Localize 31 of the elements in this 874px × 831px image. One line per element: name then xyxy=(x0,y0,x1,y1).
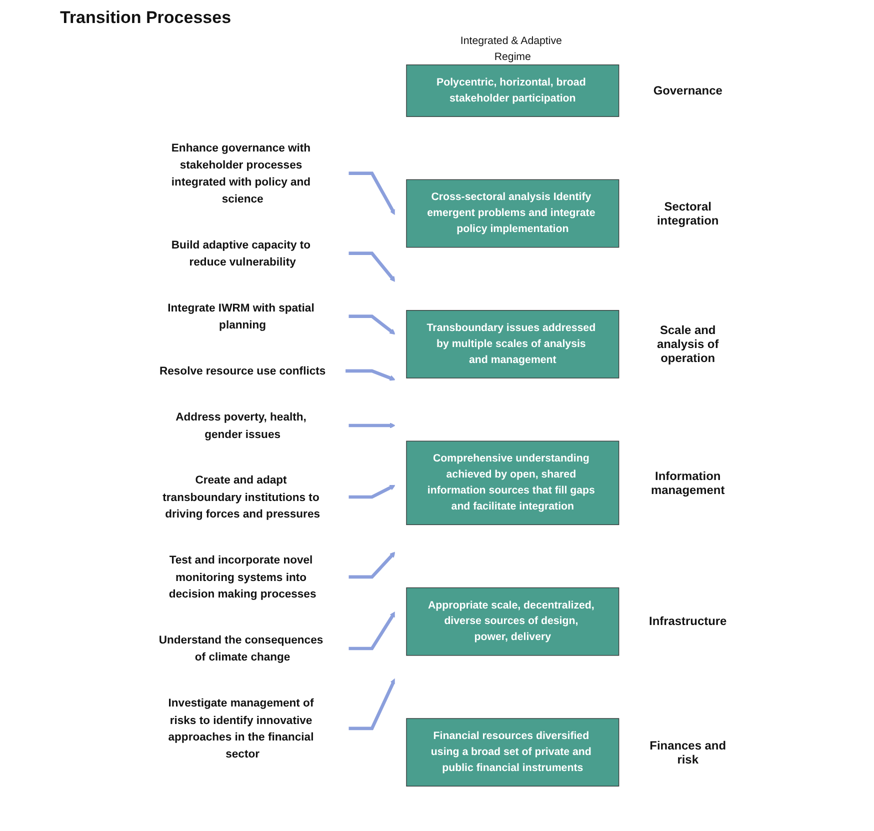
process-text: Investigate management of risks to identify innovative approaches in the financial sector xyxy=(168,696,314,760)
regime-box: Polycentric, horizontal, broad stakeholder participation xyxy=(406,64,620,117)
arrow xyxy=(348,678,396,730)
regime-box: Comprehensive understanding achieved by open, shared information sources that fill gaps and facilitate integration xyxy=(406,440,620,526)
regime-box: Appropriate scale, decentralized, diverse sources of design, power, delivery xyxy=(406,587,620,656)
process-text: Integrate IWRM with spatial planning xyxy=(168,301,314,331)
aspect-label: Information management xyxy=(650,468,726,497)
process-text: Build adaptive capacity to reduce vulnerability xyxy=(171,238,311,268)
regime-box: Financial resources diversified using a broad set of private and public financial instruments xyxy=(406,718,620,786)
process-text: Create and adapt transboundary institutions to driving forces and pressures xyxy=(162,474,320,520)
arrow xyxy=(348,422,396,428)
process-text: Resolve resource use conflicts xyxy=(159,364,326,378)
arrow xyxy=(348,611,396,650)
regime-box: Cross-sectoral analysis Identify emergent problems and integrate policy implementation xyxy=(406,179,620,248)
aspect-label: Infrastructure xyxy=(649,614,727,629)
process-text: Understand the consequences of climate change xyxy=(158,634,324,664)
arrow xyxy=(348,552,396,579)
aspect-label: Sectoral integration xyxy=(656,200,720,228)
process-text: Test and incorporate novel monitoring systems into decision making processes xyxy=(168,554,316,600)
aspect-label: Finances and risk xyxy=(648,738,727,766)
process-text: Enhance governance with stakeholder processes integrated with policy and science xyxy=(171,141,311,205)
arrow xyxy=(348,314,396,335)
aspect-label: Scale and analysis of operation xyxy=(656,323,720,366)
arrow xyxy=(348,484,396,499)
process-text: Address poverty, health, gender issues xyxy=(176,410,306,440)
arrow xyxy=(348,252,396,282)
arrow xyxy=(348,172,396,216)
regime-box: Transboundary issues addressed by multiple scales of analysis and management xyxy=(406,310,620,378)
column-heading: Transition Processes xyxy=(60,8,232,28)
arrow xyxy=(346,369,396,381)
aspect-label: Governance xyxy=(653,84,722,98)
